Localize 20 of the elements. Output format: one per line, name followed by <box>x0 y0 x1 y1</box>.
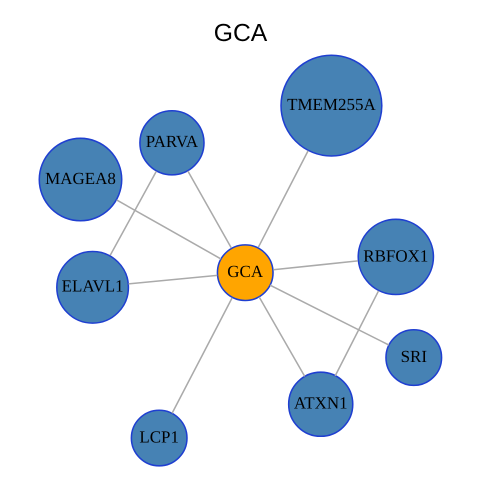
connector <box>258 296 305 376</box>
connector <box>170 296 232 414</box>
node-circle: RBFOX1 <box>356 218 434 295</box>
connector <box>257 150 308 248</box>
node-circle: LCP1 <box>130 408 188 466</box>
node-circle: PARVA <box>138 110 204 176</box>
node-circle: ELAVL1 <box>56 250 129 324</box>
connector <box>128 274 217 284</box>
connector <box>116 198 221 260</box>
node-circle: GCA <box>216 244 274 301</box>
node-circle: SRI <box>384 328 442 386</box>
connector <box>109 170 156 256</box>
connector <box>272 260 358 270</box>
diagram-title: GCA <box>213 20 267 47</box>
connector <box>186 170 232 248</box>
node-circle: TMEM255A <box>280 54 382 156</box>
connector <box>334 290 379 376</box>
connector <box>269 284 389 346</box>
node-circle: ATXN1 <box>287 370 354 437</box>
node-circle: MAGEA8 <box>38 137 122 222</box>
